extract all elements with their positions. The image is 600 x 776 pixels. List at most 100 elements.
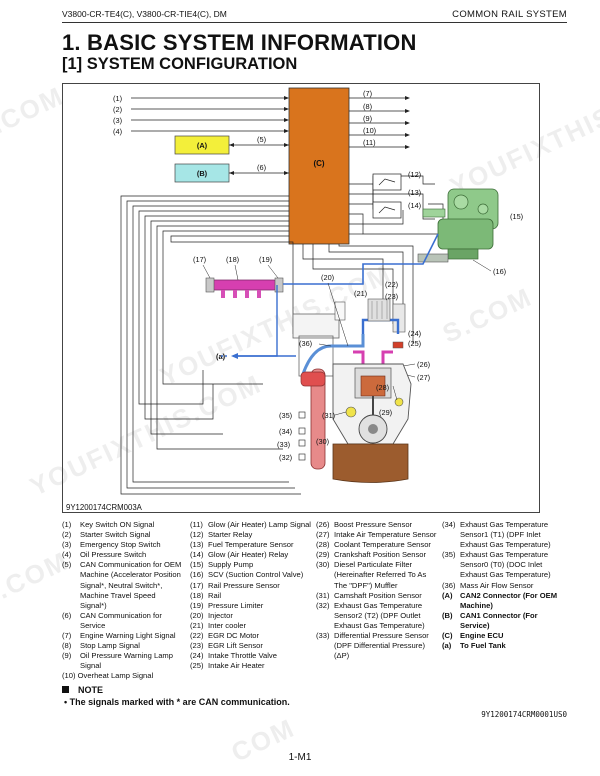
legend-item: (B)CAN1 Connector (For Service): [442, 610, 538, 630]
legend-item: (16)SCV (Suction Control Valve): [190, 570, 304, 580]
callout-27: (27): [417, 373, 430, 382]
box-a-label: (A): [197, 141, 208, 150]
output-signal-lines: [349, 97, 408, 148]
engine-ecu-box: [288, 87, 350, 245]
callout-15: (15): [510, 212, 523, 221]
callout-17: (17): [193, 255, 206, 264]
callout-33: (33): [277, 440, 290, 449]
legend-item: (1)Key Switch ON Signal: [62, 520, 155, 529]
legend-item: (11)Glow (Air Heater) Lamp Signal: [190, 520, 311, 529]
callout-32: (32): [279, 453, 292, 462]
callout-28: (28): [376, 383, 389, 392]
callout-24: (24): [408, 329, 421, 338]
note-text: • The signals marked with * are CAN comm…: [64, 697, 290, 707]
callout-19: (19): [259, 255, 272, 264]
input-arrowheads: [284, 96, 289, 133]
fuel-tank-label: (a): [216, 352, 226, 361]
legend-item: (12)Starter Relay: [190, 530, 253, 540]
legend-item: (7)Engine Warning Light Signal: [62, 631, 176, 641]
intercooler: [367, 298, 391, 322]
legend-item: (30)Diesel Particulate Filter (Hereinaft…: [316, 560, 427, 590]
dpf-muffler: [310, 368, 326, 470]
callout-30: (30): [316, 437, 329, 446]
legend-column-1: (1)Key Switch ON Signal (2)Starter Switc…: [62, 520, 182, 682]
note-heading: NOTE: [62, 685, 103, 695]
high-pressure-pipe: [283, 233, 439, 285]
common-rail: [205, 277, 284, 298]
legend-column-3: (26)Boost Pressure Sensor (27)Intake Air…: [316, 520, 438, 661]
legend-item: (19)Pressure Limiter: [190, 600, 264, 610]
callout-21: (21): [354, 289, 367, 298]
legend-item: (18)Rail: [190, 590, 222, 600]
system-diagram: (C) (1) (2) (3) (4) (7) (8) (9) (10) (11…: [62, 83, 540, 513]
callout-36: (36): [299, 339, 312, 348]
legend-item: (17)Rail Pressure Sensor: [190, 580, 280, 590]
legend-column-2: (11)Glow (Air Heater) Lamp Signal (12)St…: [190, 520, 314, 671]
legend-item: (27)Intake Air Temperature Sensor: [316, 530, 437, 540]
callout-13: (13): [408, 188, 421, 197]
figure-code: 9Y1200174CRM003A: [66, 503, 143, 512]
legend-item: (10) Overheat Lamp Signal: [62, 671, 154, 681]
legend-item: (34)Exhaust Gas Temperature Sensor1 (T1)…: [442, 520, 551, 550]
legend-item: (24)Intake Throttle Valve: [190, 651, 277, 661]
header-model: V3800-CR-TE4(C), V3800-CR-TIE4(C), DM: [62, 9, 227, 19]
legend-item: (A)CAN2 Connector (For OEM Machine): [442, 590, 558, 610]
glow-relay: [372, 201, 402, 219]
callout-20: (20): [321, 273, 334, 282]
legend-item: (29)Crankshaft Position Sensor: [316, 550, 427, 560]
section-title: [1] SYSTEM CONFIGURATION: [62, 55, 298, 73]
legend-item: (33)Differential Pressure Sensor (DPF Di…: [316, 631, 429, 661]
exhaust-temp-sensors: [298, 411, 306, 461]
output-label-11: (11): [363, 138, 376, 147]
legend-item: (C)Engine ECU: [442, 631, 504, 641]
callout-26: (26): [417, 360, 430, 369]
intake-air-path: [292, 301, 406, 377]
intake-air-heater: [392, 341, 404, 349]
legend-column-4: (34)Exhaust Gas Temperature Sensor1 (T1)…: [442, 520, 560, 651]
legend-item: (3)Emergency Stop Switch: [62, 540, 161, 550]
page-number: 1-M1: [288, 752, 312, 763]
legend-item: (9)Oil Pressure Warning Lamp Signal: [62, 651, 173, 671]
callout-25: (25): [408, 339, 421, 348]
legend-item: (20)Injector: [190, 610, 233, 620]
output-label-7: (7): [363, 89, 372, 98]
starter-relay: [372, 173, 402, 191]
legend-item: (26)Boost Pressure Sensor: [316, 520, 413, 529]
input-label-3: (3): [113, 116, 122, 125]
header-section: COMMON RAIL SYSTEM: [452, 9, 567, 20]
ecu-label: (C): [313, 159, 324, 168]
fuel-return-line: [233, 285, 278, 357]
line-6-label: (6): [257, 163, 266, 172]
legend-item: (14)Glow (Air Heater) Relay: [190, 550, 289, 560]
callout-18: (18): [226, 255, 239, 264]
callout-31: (31): [322, 411, 335, 420]
legend-item: (23)EGR Lift Sensor: [190, 641, 263, 651]
sensor-wiring: [120, 175, 444, 495]
legend-item: (15)Supply Pump: [190, 560, 254, 570]
box-b-label: (B): [197, 169, 208, 178]
legend-item: (2)Starter Switch Signal: [62, 530, 151, 540]
legend-item: (13)Fuel Temperature Sensor: [190, 540, 294, 550]
output-arrowheads: [405, 96, 410, 149]
callout-35: (35): [279, 411, 292, 420]
callout-34: (34): [279, 427, 292, 436]
output-label-10: (10): [363, 126, 376, 135]
output-label-8: (8): [363, 102, 372, 111]
callout-16: (16): [493, 267, 506, 276]
legend-item: (28)Coolant Temperature Sensor: [316, 540, 431, 550]
engine-block: [332, 363, 412, 483]
watermark: .COM: [0, 80, 69, 140]
legend-item: (5)CAN Communication for OEM Machine (Ac…: [62, 560, 182, 610]
document-code: 9Y1200174CRM0001US0: [481, 710, 567, 719]
legend-item: (8)Stop Lamp Signal: [62, 641, 140, 651]
callout-23: (23): [385, 292, 398, 301]
legend-item: (31)Camshaft Position Sensor: [316, 590, 422, 600]
header-rule: [62, 22, 567, 23]
supply-pump: [417, 188, 499, 263]
diagram-svg: (C) (1) (2) (3) (4) (7) (8) (9) (10) (11…: [66, 87, 523, 512]
input-label-2: (2): [113, 105, 122, 114]
legend-item: (21)Inter cooler: [190, 620, 246, 630]
note-square-icon: [62, 686, 69, 693]
legend-item: (a)To Fuel Tank: [442, 641, 506, 651]
callout-22: (22): [385, 280, 398, 289]
